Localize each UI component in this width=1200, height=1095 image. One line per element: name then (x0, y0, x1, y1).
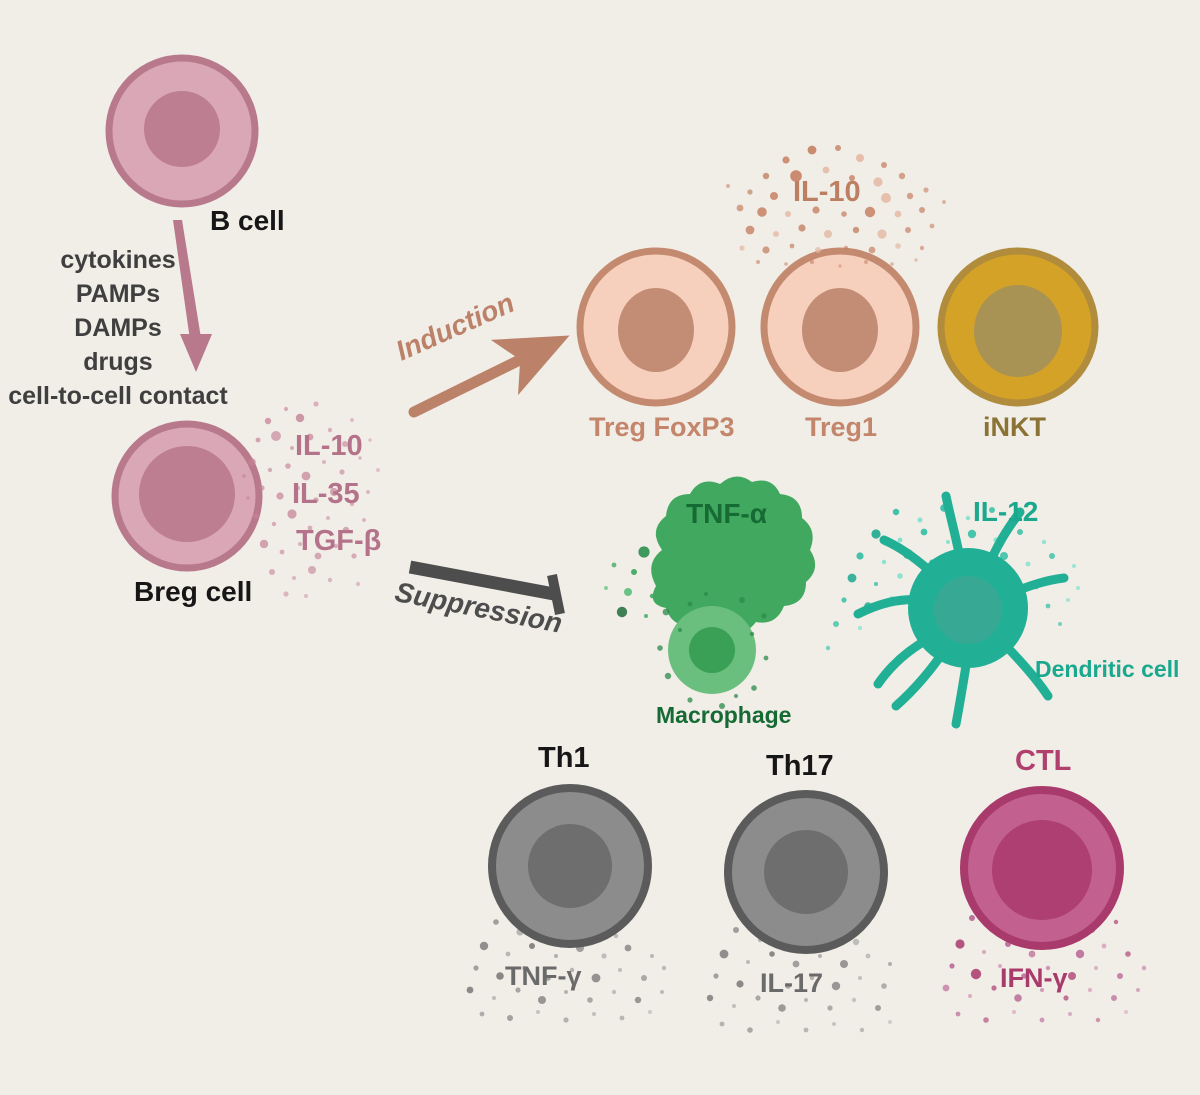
th1-cell (488, 784, 652, 948)
th1-nucleus (528, 824, 612, 908)
ctl-secretion-ifng: IFN-γ (1000, 963, 1068, 993)
inkt-label: iNKT (983, 412, 1046, 442)
breg-cell-label: Breg cell (134, 576, 253, 607)
macrophage-membrane (651, 476, 816, 635)
stimulus-pamps: PAMPs (75, 280, 161, 308)
stimuli-list: cytokines PAMPs DAMPs drugs cell-to-cell… (0, 248, 236, 409)
induction-arrow (408, 335, 570, 418)
treg-foxp3-label: Treg FoxP3 (589, 412, 735, 442)
th1-secretion-particles (466, 919, 667, 1023)
th17-cell (724, 790, 888, 954)
treg1-cell (760, 247, 920, 407)
macrophage-label: Macrophage (656, 702, 792, 728)
th17-label: Th17 (766, 750, 834, 782)
macrophage-granules (657, 592, 769, 709)
breg-cell (111, 420, 263, 572)
ctl-cell (960, 786, 1124, 950)
dendritic-nucleus (934, 576, 1002, 644)
differentiation-arrow (173, 220, 212, 372)
stimulus-cell-contact: cell-to-cell contact (8, 382, 228, 410)
treg1-il10-particles (726, 145, 946, 268)
breg-secretion-il35: IL-35 (292, 478, 360, 510)
b-cell-label: B cell (210, 205, 285, 236)
breg-secretion-tgfb: TGF-β (296, 525, 382, 557)
dendritic-cell-body (908, 548, 1028, 668)
macrophage-cell (651, 476, 816, 709)
th17-secretion-il17: IL-17 (760, 968, 824, 998)
breg-secretion-particles (242, 401, 380, 598)
macrophage-secretion-tnfa: TNF-α (686, 498, 767, 529)
inkt-nucleus (974, 285, 1062, 377)
dendritic-cell-label: Dendritic cell (1035, 656, 1180, 682)
stimulus-damps: DAMPs (74, 314, 162, 342)
suppression-arrow (408, 560, 565, 616)
treg-foxp3-cell (576, 247, 736, 407)
b-cell-nucleus (144, 91, 220, 167)
treg-foxp3-nucleus (618, 288, 694, 372)
ctl-label: CTL (1015, 745, 1072, 777)
ctl-nucleus (992, 820, 1092, 920)
b-cell (105, 54, 259, 208)
treg1-label: Treg1 (805, 412, 878, 442)
th1-secretion-tnfg: TNF-γ (505, 961, 582, 991)
dendritic-secretion-il12: IL-12 (973, 496, 1039, 527)
inkt-cell (937, 247, 1099, 407)
macrophage-nucleus-inner (689, 627, 735, 673)
stimulus-drugs: drugs (83, 348, 153, 376)
treg1-nucleus (802, 288, 878, 372)
stimulus-cytokines: cytokines (60, 246, 176, 274)
breg-cell-nucleus (139, 446, 235, 542)
breg-secretion-il10: IL-10 (295, 430, 363, 462)
th17-nucleus (764, 830, 848, 914)
th1-label: Th1 (538, 742, 590, 774)
ctl-secretion-particles (942, 915, 1147, 1023)
treg1-secretion-il10: IL-10 (793, 176, 861, 208)
